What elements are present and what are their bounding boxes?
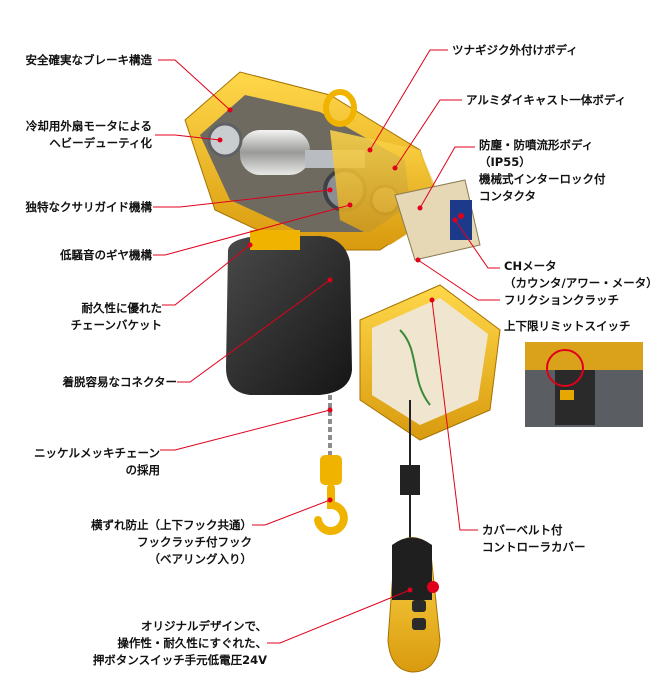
- leader-brake: [158, 59, 231, 111]
- hoist-body: [184, 71, 445, 251]
- stop-button-icon: [427, 581, 439, 593]
- callout-connector: 着脱容易なコネクター: [62, 375, 177, 389]
- down-button-icon: [412, 618, 426, 630]
- callout-aluminum-body: アルミダイキャスト一体ボディ: [466, 93, 627, 107]
- motor-icon: [240, 130, 310, 175]
- callout-controller-cover: カバーベルト付 コントローラカバー: [482, 523, 586, 554]
- controller-cover: [359, 284, 501, 441]
- brake-icon: [207, 122, 243, 158]
- callout-chain-bucket: 耐久性に優れた チェーンバケット: [70, 301, 162, 332]
- callout-gear: 低騒音のギヤ機構: [60, 248, 152, 262]
- pendant-switch: [387, 537, 441, 673]
- callout-chain-guide: 独特なクサリガイド機構: [25, 200, 153, 214]
- callout-friction-clutch: フリクションクラッチ: [504, 293, 619, 307]
- up-button-icon: [412, 600, 426, 612]
- callout-limit-switch: 上下限リミットスイッチ: [504, 319, 631, 333]
- callout-brake: 安全確実なブレーキ構造: [25, 53, 153, 67]
- top-eye-icon: [323, 89, 357, 127]
- callout-external-shaft-body: ツナギジク外付けボディ: [452, 43, 578, 57]
- callout-ch-meter: CHメータ （カウンタ/アワー・メータ）: [504, 259, 650, 290]
- contactor-box: [394, 179, 481, 261]
- hook-icon: [314, 455, 348, 535]
- callout-nickel-chain: ニッケルメッキチェーン の採用: [34, 446, 160, 477]
- callout-pendant-switch: オリジナルデザインで、 操作性・耐久性にすぐれた、 押ボタンスイッチ手元低電圧2…: [92, 619, 267, 667]
- callout-dustproof-body: 防塵・防噴流形ボディ （IP55） 機械式インターロック付 コンタクタ: [479, 138, 606, 203]
- limit-switch-inset: [525, 342, 643, 427]
- callout-fan-motor: 冷却用外扇モータによる ヘビーデューティ化: [25, 119, 152, 150]
- ch-meter-icon: [450, 200, 472, 240]
- callout-hook: 横ずれ防止（上下フック共通） フックラッチ付フック （ベアリング入り）: [91, 518, 252, 566]
- pendant-cable: [400, 400, 420, 540]
- chain-bucket: [226, 230, 352, 395]
